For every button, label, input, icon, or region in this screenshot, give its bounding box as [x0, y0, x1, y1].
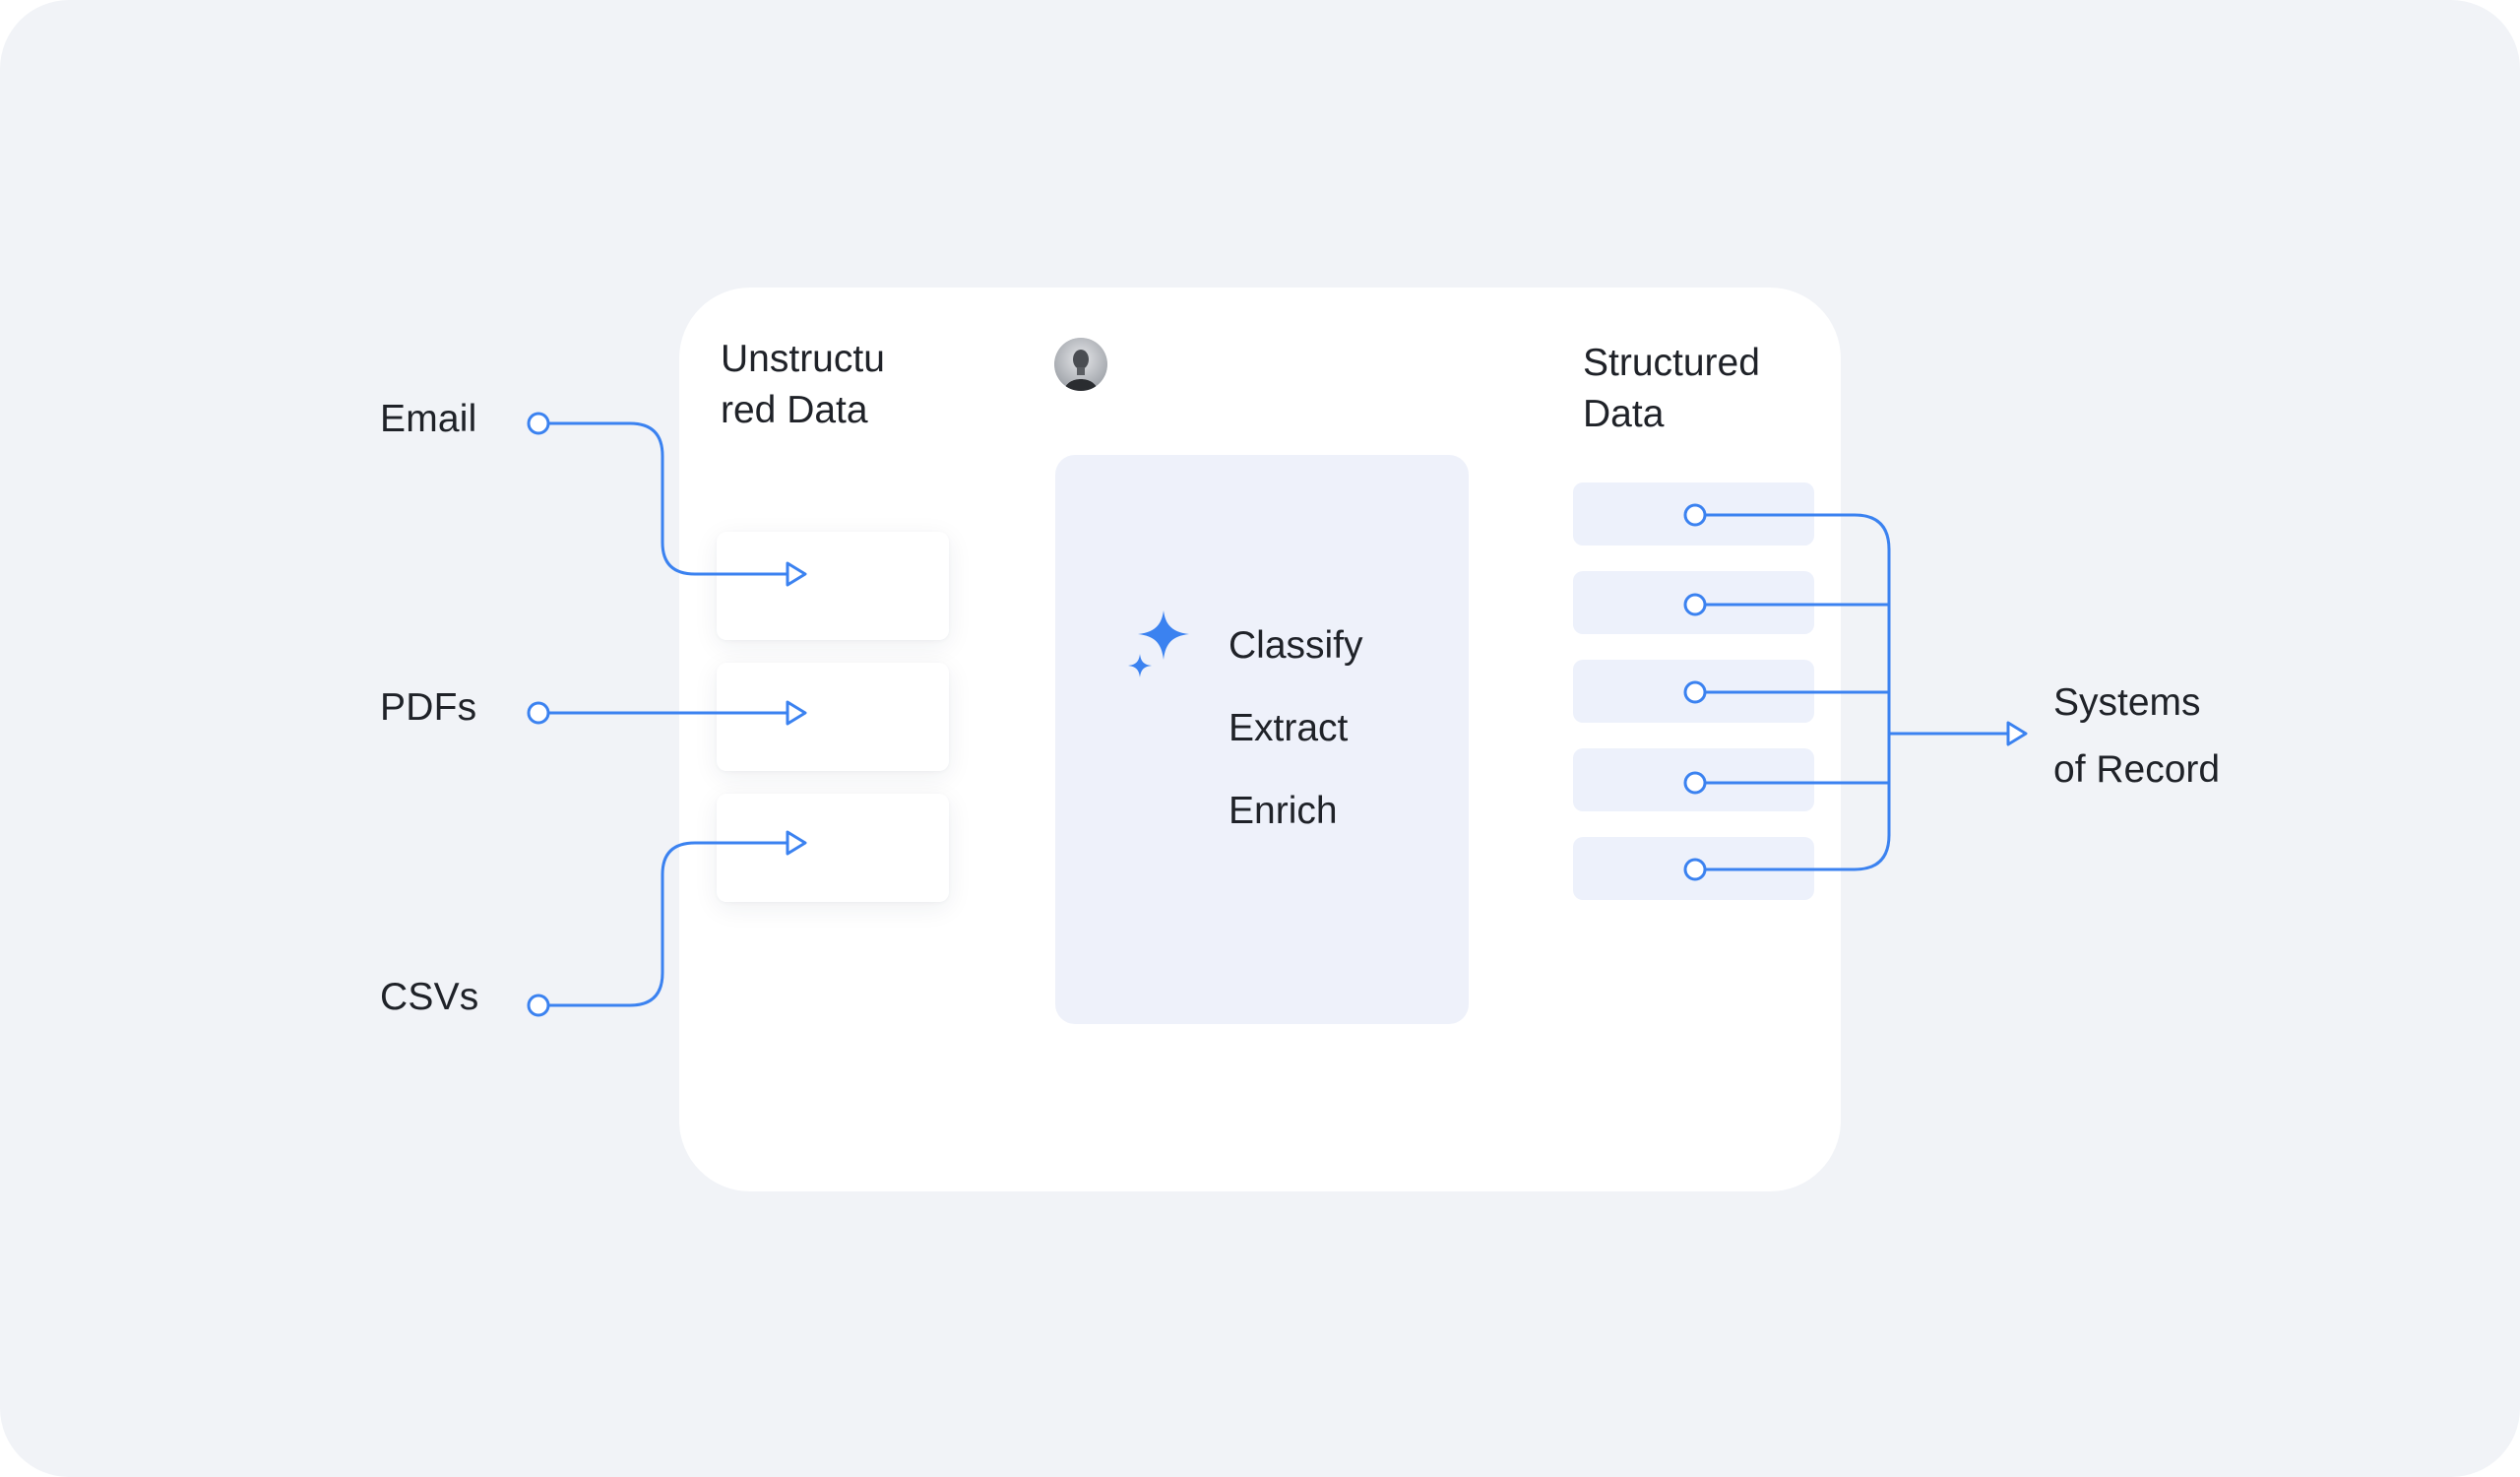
destination-label-line1: Systems — [2053, 681, 2201, 724]
node-out-3 — [1683, 680, 1707, 704]
arrow-destination — [2006, 721, 2028, 746]
unstructured-slot — [717, 663, 949, 771]
destination-label-line2: of Record — [2053, 748, 2221, 791]
connector-out-1 — [1704, 513, 1891, 551]
node-csvs — [527, 994, 550, 1017]
connector-out-5 — [1704, 833, 1891, 871]
structured-heading-line1: Structured — [1583, 342, 1760, 384]
avatar-image — [1054, 338, 1107, 391]
unstructured-heading-line2: red Data — [721, 389, 868, 431]
node-out-2 — [1683, 593, 1707, 616]
processing-panel — [1055, 455, 1469, 1024]
unstructured-slot — [717, 794, 949, 902]
structured-heading-line2: Data — [1583, 393, 1665, 435]
source-label-pdfs: PDFs — [380, 686, 477, 729]
node-out-4 — [1683, 771, 1707, 795]
step-enrich: Enrich — [1228, 790, 1338, 832]
step-classify: Classify — [1228, 624, 1363, 667]
node-out-1 — [1683, 503, 1707, 527]
step-extract: Extract — [1228, 707, 1349, 749]
node-email — [527, 412, 550, 435]
node-pdfs — [527, 701, 550, 725]
source-label-csvs: CSVs — [380, 976, 479, 1018]
source-label-email: Email — [380, 398, 477, 440]
connector-csvs — [547, 841, 789, 1007]
connector-email — [547, 421, 789, 576]
arrow-csvs — [786, 830, 807, 856]
unstructured-data-heading: Unstructu red Data — [721, 334, 885, 436]
arrow-pdfs — [786, 700, 807, 726]
node-out-5 — [1683, 858, 1707, 881]
unstructured-heading-line1: Unstructu — [721, 338, 885, 380]
unstructured-slot — [717, 532, 949, 640]
avatar[interactable] — [1054, 338, 1107, 391]
destination-label: Systems of Record — [2053, 670, 2220, 803]
arrow-email — [786, 561, 807, 587]
structured-data-heading: Structured Data — [1583, 338, 1760, 440]
sparkle-icon — [1128, 610, 1189, 677]
